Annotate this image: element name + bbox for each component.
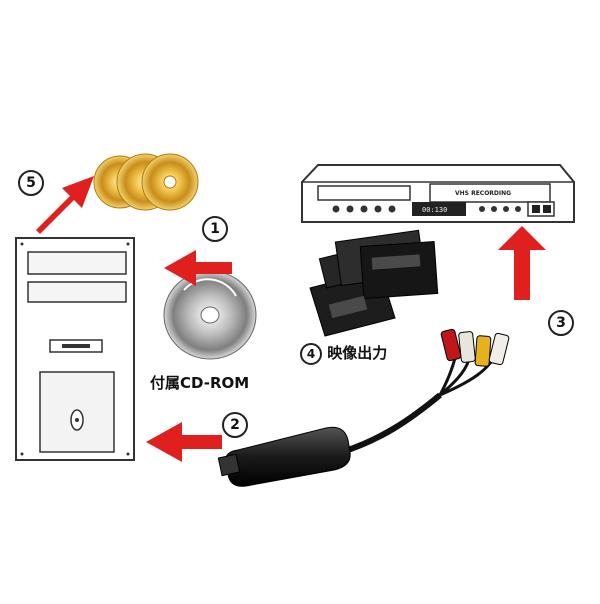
arrow-step1 [164, 250, 232, 286]
arrow-step2 [146, 422, 222, 462]
arrow-step3 [498, 226, 546, 300]
step-3-number: 3 [548, 310, 574, 336]
vcr-deck: VHS RECORDING 00:130 [301, 164, 575, 223]
output-discs [93, 153, 199, 211]
step-4-label: 4 映像出力 [300, 342, 387, 365]
step-2-number: 2 [222, 412, 248, 438]
usb-capture-cable [217, 349, 500, 487]
vcr-display-text: 00:130 [422, 206, 447, 214]
vhs-cassettes [309, 229, 439, 337]
step-4-number: 4 [300, 342, 322, 365]
step-1-number: 1 [202, 216, 228, 242]
pc-tower [15, 237, 135, 461]
cdrom-disc [163, 270, 257, 360]
step-4-text: 映像出力 [327, 344, 388, 362]
arrow-step5 [36, 176, 94, 234]
cdrom-caption: 付属CD-ROM [150, 374, 250, 392]
rca-plugs [440, 328, 510, 367]
vcr-brand-text: VHS RECORDING [455, 190, 511, 197]
step-5-number: 5 [18, 170, 44, 196]
